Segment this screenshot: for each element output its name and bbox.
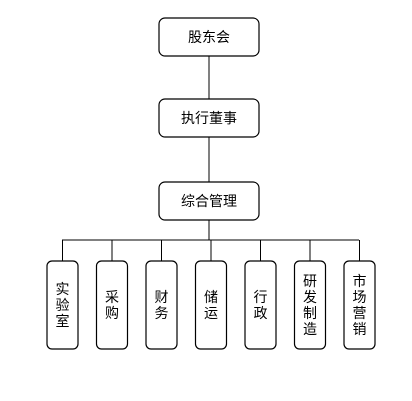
department-row: 实验室 采购 财务 储运 行政 研发制造 市场营销 [46,260,376,350]
node-general-management: 综合管理 [158,181,260,221]
department-label: 财务 [155,290,169,322]
department-node: 采购 [95,260,129,350]
department-drop-lines [62,240,360,261]
department-node: 储运 [194,260,228,350]
department-node: 行政 [244,260,277,350]
department-label: 市场营销 [353,273,367,338]
node-shareholders-meeting-label: 股东会 [188,30,230,46]
department-label: 储运 [204,290,218,322]
department-node: 研发制造 [293,260,327,350]
department-node: 实验室 [46,260,79,350]
department-node: 财务 [145,260,178,350]
department-node: 市场营销 [343,260,376,350]
node-general-management-label: 综合管理 [181,194,237,210]
department-label: 实验室 [56,282,70,330]
node-shareholders-meeting: 股东会 [158,17,260,57]
node-executive-director: 执行董事 [158,98,260,138]
node-executive-director-label: 执行董事 [181,111,237,127]
department-label: 行政 [254,290,268,322]
department-label: 研发制造 [303,274,317,338]
department-label: 采购 [105,290,119,322]
